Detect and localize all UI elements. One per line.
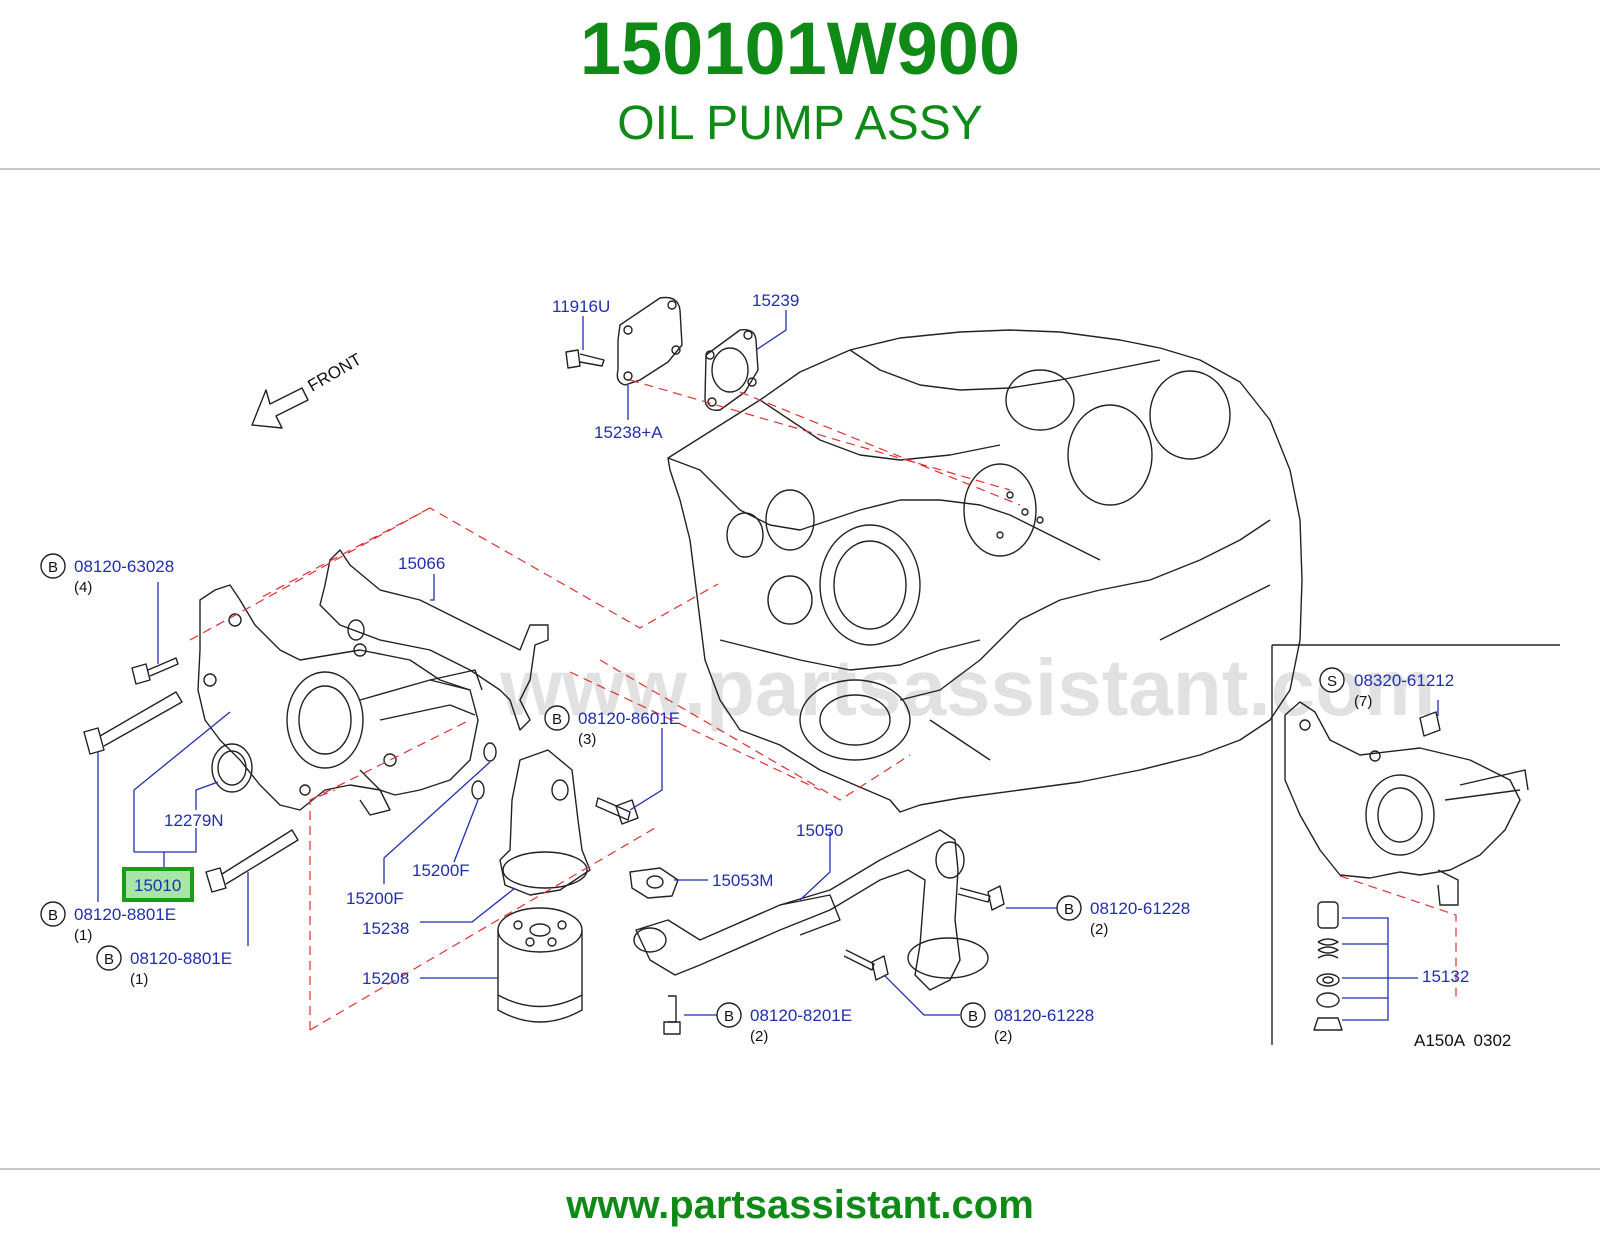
callout-08120-8601e[interactable]: 08120-8601E [578, 709, 680, 728]
callout-15239[interactable]: 15239 [752, 291, 799, 310]
highlight-box-15010 [122, 867, 194, 902]
bolt-marker-8601e [544, 705, 570, 731]
part-number: 150101W900 [579, 7, 1021, 90]
front-label: FRONT [305, 350, 365, 396]
callout-08120-63028[interactable]: 08120-63028 [74, 557, 174, 576]
bolt-marker-61228-a [1056, 895, 1082, 921]
qty-8601e: (3) [578, 731, 596, 748]
bolt-marker-letter: B [968, 1008, 978, 1025]
footer-link[interactable]: www.partsassistant.com [566, 1183, 1034, 1227]
reference-lines [189, 379, 1457, 1031]
qty-61228-a: (2) [1090, 921, 1108, 938]
qty-8201e: (2) [750, 1028, 768, 1045]
callout-15200f-a[interactable]: 15200F [412, 861, 470, 880]
inset-panel [1271, 644, 1560, 1045]
screw-marker-61212 [1319, 667, 1345, 693]
bolt-marker-8201e [716, 1002, 742, 1028]
bolt-marker-letter: B [724, 1008, 734, 1025]
callout-15238a[interactable]: 15238+A [594, 423, 663, 442]
oil-pump-inset [1284, 701, 1529, 906]
callout-08120-8201e[interactable]: 08120-8201E [750, 1006, 852, 1025]
callout-15208[interactable]: 15208 [362, 969, 409, 988]
callout-15066[interactable]: 15066 [398, 554, 445, 573]
bolt-63028 [131, 657, 179, 685]
gasket-15239 [704, 329, 759, 411]
callout-08120-61228-a[interactable]: 08120-61228 [1090, 899, 1190, 918]
bolt-marker-letter: B [48, 559, 58, 576]
front-arrow: FRONT [251, 350, 365, 429]
callout-12279n[interactable]: 12279N [164, 811, 224, 830]
diagram-code: A150A 0302 [1414, 1031, 1511, 1050]
bolt-8801e-long-a [83, 691, 183, 755]
filter-bracket-15238 [499, 749, 591, 896]
callout-08120-8801e-a[interactable]: 08120-8801E [74, 905, 176, 924]
bolt-61228-a [957, 885, 1005, 911]
qty-61212: (7) [1354, 693, 1372, 710]
callout-11916u[interactable]: 11916U [552, 297, 610, 316]
bolt-8601e [595, 797, 639, 825]
bolt-marker-letter: B [48, 907, 58, 924]
qty-61228-b: (2) [994, 1028, 1012, 1045]
part-title: OIL PUMP ASSY [617, 97, 983, 150]
callout-08120-8801e-b[interactable]: 08120-8801E [130, 949, 232, 968]
footer-divider [0, 1168, 1600, 1170]
callout-15132[interactable]: 15132 [1422, 967, 1469, 986]
qty-8801e-a: (1) [74, 927, 92, 944]
leader-lines [97, 310, 1439, 1021]
bolt-11916u [565, 349, 605, 369]
callout-15053m[interactable]: 15053M [712, 871, 773, 890]
bolt-marker-8801e-b [96, 945, 122, 971]
watermark: www.partsassistant.com [499, 643, 1435, 732]
oil-seal-12279n [211, 743, 253, 793]
engine-block [667, 329, 1303, 813]
cover-plate-15238 [616, 296, 683, 386]
relief-valve-15132 [1313, 901, 1343, 1031]
header-divider [0, 168, 1600, 170]
bolt-8201e [663, 995, 681, 1035]
screw-marker-letter: S [1327, 673, 1337, 690]
bolt-marker-letter: B [552, 711, 562, 728]
o-ring-15200f-b [471, 780, 485, 800]
callout-15050[interactable]: 15050 [796, 821, 843, 840]
callout-15010[interactable]: 15010 [134, 876, 181, 895]
callout-08320-61212[interactable]: 08320-61212 [1354, 671, 1454, 690]
bolt-marker-63028 [40, 553, 66, 579]
gasket-15053m [629, 867, 679, 899]
callout-08120-61228-b[interactable]: 08120-61228 [994, 1006, 1094, 1025]
qty-8801e-b: (1) [130, 971, 148, 988]
callout-15238[interactable]: 15238 [362, 919, 409, 938]
page-header: 150101W900 OIL PUMP ASSY [0, 0, 1600, 168]
qty-63028: (4) [74, 579, 92, 596]
oil-strainer-15050 [633, 829, 989, 991]
gasket-15066 [319, 549, 549, 731]
callout-15200f-b[interactable]: 15200F [346, 889, 404, 908]
callout-labels: 11916U 15239 15238+A B 08120-63028 (4) 1… [40, 291, 1511, 1050]
bolt-61228-b [843, 949, 889, 981]
o-ring-15200f-a [483, 742, 497, 762]
bolt-marker-letter: B [104, 951, 114, 968]
bolt-marker-61228-b [960, 1002, 986, 1028]
bolt-8801e-long-b [205, 829, 299, 893]
oil-pump-body [197, 584, 483, 816]
oil-filter-15208 [497, 907, 583, 1023]
bolt-marker-letter: B [1064, 901, 1074, 918]
bolt-marker-8801e-a [40, 901, 66, 927]
